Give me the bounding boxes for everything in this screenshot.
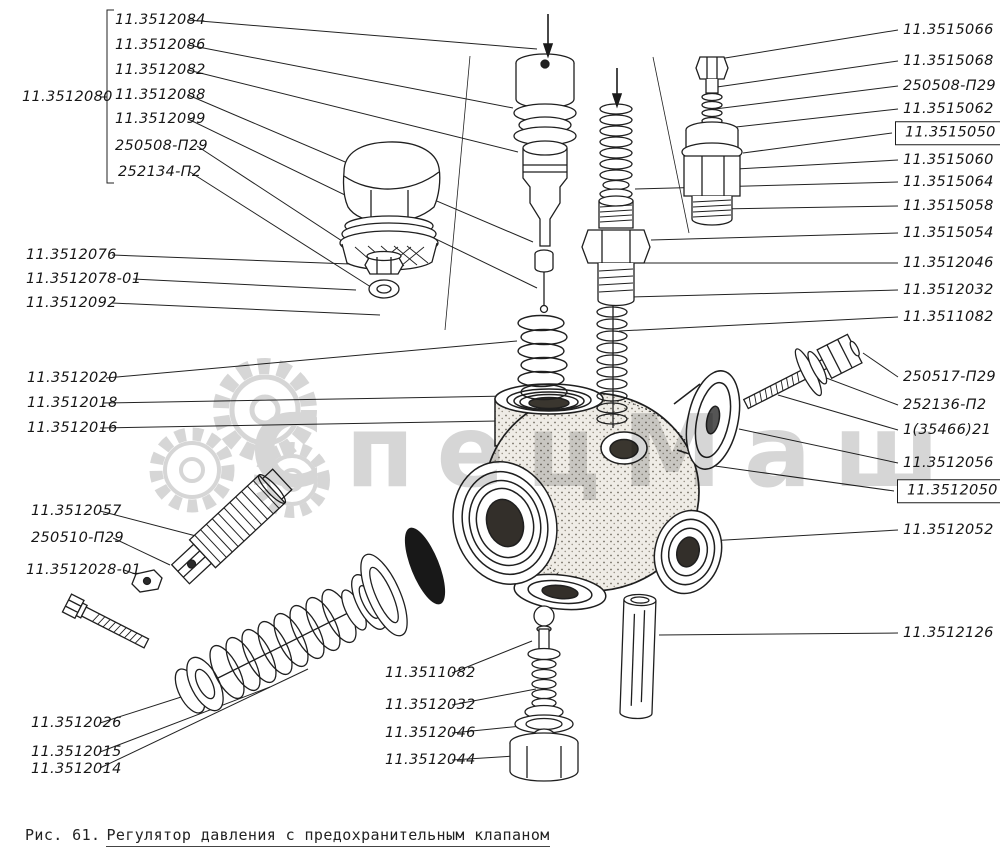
part-piston-assembly	[513, 53, 577, 314]
part-label: 250508-П29	[115, 137, 208, 154]
part-label: 11.3511082	[385, 664, 476, 681]
part-label: 11.3512082	[115, 61, 206, 78]
part-valve-body	[452, 370, 741, 611]
part-long-bolt	[61, 593, 150, 649]
part-diaphragm	[404, 527, 446, 605]
part-label: 11.3512080	[22, 88, 113, 105]
part-label: 11.3511082	[903, 308, 994, 325]
part-label: 11.3512016	[27, 419, 118, 436]
part-label: 11.3512057	[31, 502, 122, 519]
part-label: 250508-П29	[903, 77, 996, 94]
part-label: 11.3515060	[903, 151, 994, 168]
part-label: 11.3512092	[26, 294, 117, 311]
part-label: 11.3512086	[115, 36, 206, 53]
right-flange	[685, 370, 741, 470]
part-label: 11.3515064	[903, 173, 994, 190]
part-label: 11.3512084	[115, 11, 206, 28]
part-label: 11.3512088	[115, 86, 206, 103]
part-cover-plug	[339, 141, 441, 271]
part-label: 11.3512046	[903, 254, 994, 271]
part-label: 250510-П29	[31, 529, 124, 546]
figure-caption: Рис. 61. Регулятор давления с предохранит…	[25, 826, 550, 847]
part-label: 11.3512044	[385, 751, 476, 768]
part-label: 11.3512078-01	[26, 270, 142, 287]
part-label: 11.3515058	[903, 197, 994, 214]
part-label: 11.3512020	[27, 369, 118, 386]
bottom-port	[513, 573, 607, 611]
part-lock-nut	[364, 250, 404, 299]
part-label: 11.3512046	[385, 724, 476, 741]
part-fastener-bolt	[742, 333, 863, 410]
part-label: 1(35466)21	[903, 421, 992, 438]
part-label: 252136-П2	[903, 396, 987, 413]
part-label: 11.3512028-01	[26, 561, 142, 578]
part-label: 11.3512056	[903, 454, 994, 471]
part-label: 11.3512014	[31, 760, 122, 777]
part-label: 11.3512076	[26, 246, 117, 263]
part-label: 252134-П2	[118, 163, 202, 180]
left-port	[452, 461, 558, 585]
part-check-valve	[509, 605, 579, 782]
part-label: 11.3512018	[27, 394, 118, 411]
caption-number: Рис. 61.	[25, 826, 101, 844]
part-adjusting-screw	[131, 468, 293, 593]
caption-title: Регулятор давления с предохранительным к…	[106, 826, 550, 847]
part-label: 11.3512032	[385, 696, 476, 713]
part-label-boxed: 11.3515050	[895, 121, 1000, 145]
part-label: 11.3515066	[903, 21, 994, 38]
part-label: 11.3515062	[903, 100, 994, 117]
part-label: 11.3512052	[903, 521, 994, 538]
part-diaphragm-spring	[174, 527, 446, 714]
part-label: 11.3515068	[903, 52, 994, 69]
part-label: 11.3515054	[903, 224, 994, 241]
part-washer	[368, 279, 400, 299]
right-port	[653, 509, 723, 595]
part-pin	[619, 593, 657, 720]
part-main-spring	[517, 314, 568, 401]
part-label: 11.3512099	[115, 110, 206, 127]
part-label-boxed: 11.3512050	[897, 479, 1000, 503]
part-safety-valve-stack	[581, 103, 651, 428]
part-label: 250517-П29	[903, 368, 996, 385]
part-label: 11.3512126	[903, 624, 994, 641]
assembly-arrows	[542, 14, 623, 109]
part-label: 11.3512032	[903, 281, 994, 298]
part-label: 11.3512026	[31, 714, 122, 731]
part-label: 11.3512015	[31, 743, 122, 760]
part-bypass-valve	[681, 56, 743, 226]
